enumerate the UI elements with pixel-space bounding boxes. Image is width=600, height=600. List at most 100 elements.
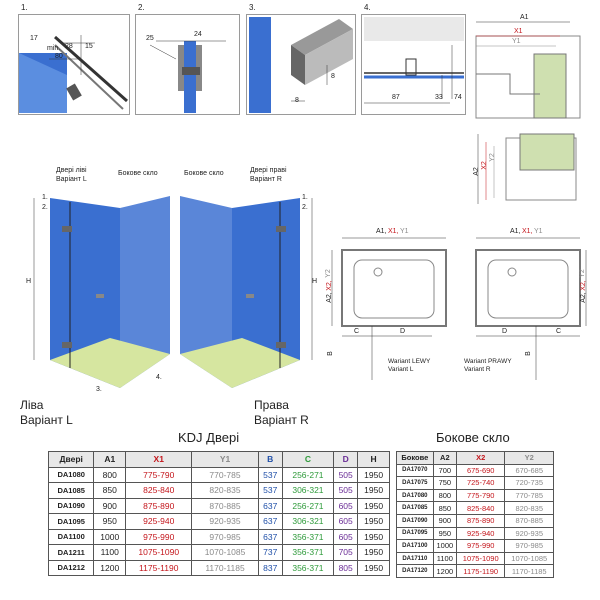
table-cell: 1070-1085 bbox=[504, 551, 554, 566]
door-right-label: Двері праві Варіант R bbox=[250, 167, 287, 183]
table-cell: 306-321 bbox=[281, 482, 335, 499]
table-cell: 1950 bbox=[357, 544, 390, 561]
detail-4-drawing bbox=[364, 17, 464, 104]
dim-28: 28 bbox=[65, 43, 73, 50]
table-cell: 637 bbox=[257, 513, 283, 530]
model-code-cell: DA17090 bbox=[396, 513, 434, 528]
table-cell: 737 bbox=[257, 544, 283, 561]
table-cell: 306-321 bbox=[281, 513, 335, 530]
dim-a2: A2 bbox=[472, 167, 480, 176]
table-cell: 725-740 bbox=[455, 476, 506, 490]
table-cell: 775-790 bbox=[125, 466, 193, 483]
panel-number: 3. bbox=[249, 3, 256, 12]
model-code-cell: DA17075 bbox=[396, 476, 434, 490]
table-cell: 1170-1185 bbox=[504, 564, 554, 578]
caption-right: Права Варіант R bbox=[254, 398, 309, 427]
table-cell: 700 bbox=[432, 463, 457, 478]
model-code-cell: DA17095 bbox=[396, 526, 434, 541]
table-cell: 900 bbox=[432, 513, 457, 528]
dim-y2: Y2 bbox=[488, 153, 496, 162]
model-code-cell: DA1100 bbox=[47, 528, 95, 545]
dim-a1: A1, bbox=[510, 228, 521, 235]
table-cell: 1100 bbox=[93, 544, 127, 561]
plan-left: A1, X1, Y1 A2, X2, Y2 C D B Wariant LEWY… bbox=[325, 228, 460, 392]
table-cell: 605 bbox=[333, 528, 359, 545]
detail-panel-4: 4. 87 33 74 bbox=[361, 3, 466, 115]
table-cell: 356-371 bbox=[281, 528, 335, 545]
detail-panel-2: 2. 25 24 bbox=[135, 3, 240, 115]
dim-d: D bbox=[400, 328, 406, 335]
col-header: X1 bbox=[125, 451, 193, 468]
dim-x1: X1 bbox=[514, 28, 523, 35]
model-code-cell: DA1095 bbox=[47, 513, 95, 530]
plan-right: A1, X1, Y1 A2, X2, Y2 D C B Wariant PRAW… bbox=[462, 228, 594, 392]
model-code-cell: DA1085 bbox=[47, 482, 95, 499]
dim-c: C bbox=[556, 328, 562, 335]
dim-x2: X2, bbox=[325, 280, 333, 291]
table-cell: 1950 bbox=[357, 482, 390, 499]
plan-detail-side-drawing bbox=[477, 133, 577, 204]
table-cell: 1075-1090 bbox=[125, 544, 193, 561]
dim-8-horizontal: 8 bbox=[295, 97, 299, 104]
dim-a1: A1, bbox=[376, 228, 387, 235]
col-header: Y1 bbox=[191, 451, 259, 468]
col-header: B bbox=[257, 451, 283, 468]
plan-detail-top-drawing bbox=[475, 21, 581, 119]
table-cell: 1000 bbox=[432, 539, 457, 553]
table-cell: 805 bbox=[333, 559, 359, 576]
plan-left-drawing bbox=[331, 237, 447, 380]
model-code-cell: DA1080 bbox=[47, 466, 95, 483]
table-cell: 1950 bbox=[357, 497, 390, 514]
doors-table-title: KDJ Двері bbox=[178, 430, 240, 445]
side-glass-label: Бокове скло bbox=[184, 170, 224, 177]
view-left-variant: Двері ліві Варіант L Бокове скло H 1. 2.… bbox=[20, 167, 180, 400]
col-header: X2 bbox=[455, 451, 506, 465]
dim-x1: X1, bbox=[522, 228, 533, 235]
model-code-cell: DA1211 bbox=[47, 544, 95, 561]
dim-87: 87 bbox=[392, 94, 400, 101]
col-header: A1 bbox=[93, 451, 127, 468]
dim-y2: Y2 bbox=[578, 269, 586, 278]
variant-label: Wariant LEWY Variant L bbox=[388, 358, 431, 373]
table-cell: 1175-1190 bbox=[455, 564, 506, 578]
marker-2: 2. bbox=[42, 204, 48, 211]
table-cell: 1200 bbox=[432, 564, 457, 578]
detail-1-drawing bbox=[19, 35, 128, 113]
variant-label: Wariant PRAWY Variant R bbox=[464, 358, 512, 373]
col-header: Двері bbox=[47, 451, 95, 468]
dim-y1: Y1 bbox=[400, 228, 409, 235]
table-cell: 925-940 bbox=[455, 526, 506, 541]
table-cell: 770-785 bbox=[191, 466, 259, 483]
table-cell: 1075-1090 bbox=[455, 551, 506, 566]
table-cell: 605 bbox=[333, 513, 359, 530]
table-cell: 900 bbox=[93, 497, 127, 514]
dim-33: 33 bbox=[435, 94, 443, 101]
model-code-cell: DA17120 bbox=[396, 564, 434, 578]
table-cell: 825-840 bbox=[455, 501, 506, 515]
view-right-variant: Бокове скло Двері праві Варіант R H 1. 2… bbox=[172, 167, 322, 400]
dim-17: 17 bbox=[30, 35, 38, 42]
table-cell: 820-835 bbox=[504, 501, 554, 515]
table-cell: 870-885 bbox=[191, 497, 259, 514]
marker-1: 1. bbox=[302, 194, 308, 201]
marker-3: 3. bbox=[96, 386, 102, 393]
table-cell: 970-985 bbox=[504, 539, 554, 553]
dim-d: D bbox=[502, 328, 508, 335]
dim-74: 74 bbox=[454, 94, 462, 101]
dim-b: B bbox=[326, 351, 334, 356]
dim-x2: X2 bbox=[480, 161, 488, 170]
model-code-cell: DA1090 bbox=[47, 497, 95, 514]
table-cell: 537 bbox=[257, 466, 283, 483]
table-cell: 975-990 bbox=[455, 539, 506, 553]
